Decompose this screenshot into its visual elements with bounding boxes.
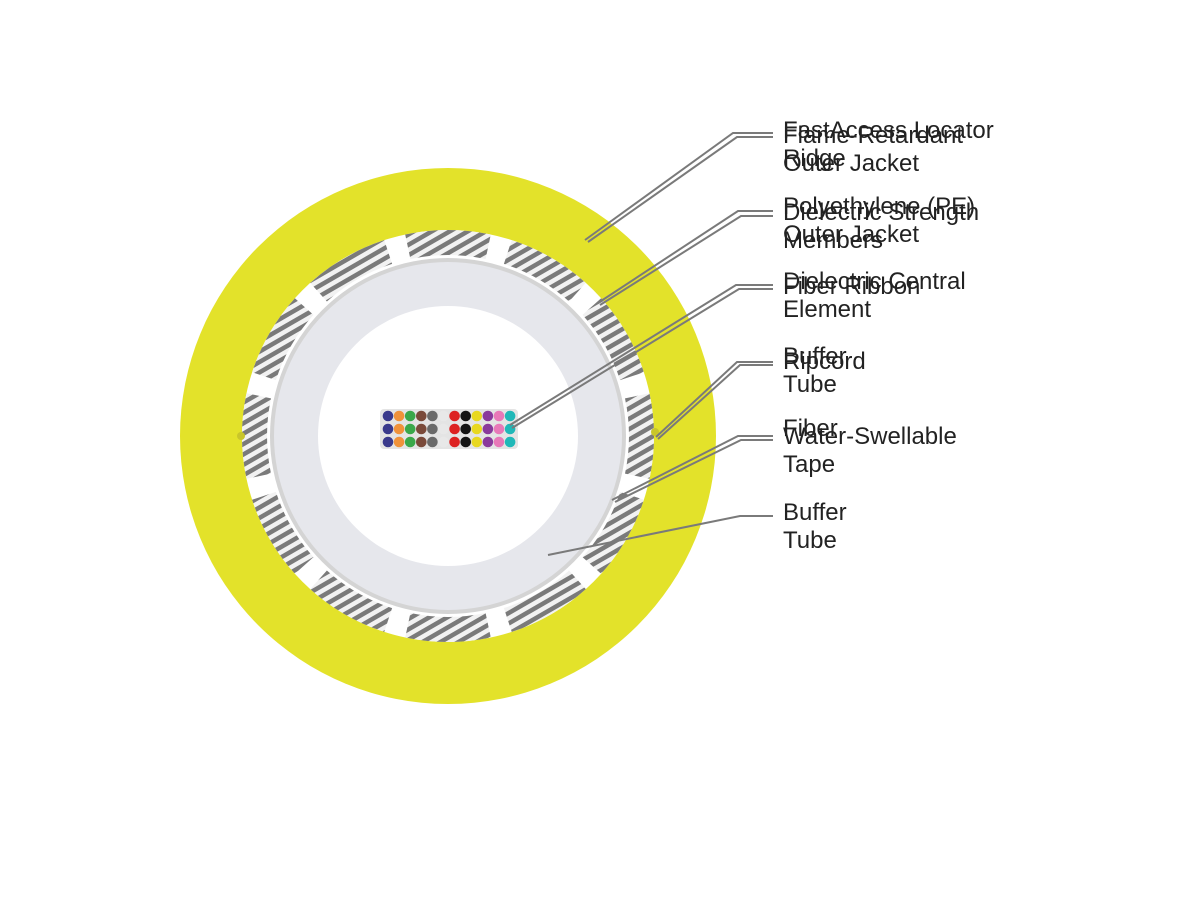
leader-lines bbox=[509, 132, 773, 556]
leader-line bbox=[509, 284, 773, 426]
strength-member-segment bbox=[625, 393, 654, 479]
label-dielectric-strength-members: Dielectric Strength Members bbox=[783, 199, 980, 254]
ribbon-fiber bbox=[382, 410, 394, 422]
ribbon-fiber bbox=[438, 410, 449, 422]
ribbon-fiber bbox=[393, 423, 405, 435]
ribbon-fiber bbox=[404, 423, 416, 435]
strength-member-segment bbox=[503, 570, 586, 632]
ribbon-fiber bbox=[438, 423, 449, 435]
ribbon-fiber bbox=[427, 436, 438, 448]
leader-line bbox=[611, 435, 773, 501]
label-water-swellable-tape: Water-Swellable Tape bbox=[783, 423, 957, 478]
ribbon-fiber bbox=[416, 423, 427, 435]
ribbon-fiber bbox=[382, 436, 394, 448]
ribbon-fiber bbox=[471, 410, 483, 422]
ribbon-fiber bbox=[393, 436, 405, 448]
fiber-ribbon bbox=[380, 409, 518, 449]
ribbon-fiber bbox=[427, 410, 438, 422]
ribbon-fiber bbox=[504, 436, 516, 448]
ribbon-fiber bbox=[438, 436, 449, 448]
ribbon-fiber bbox=[482, 423, 494, 435]
leader-line bbox=[599, 215, 773, 306]
ribbon-fiber bbox=[449, 436, 460, 448]
leader-line bbox=[587, 136, 773, 243]
ribbon-fiber bbox=[504, 423, 516, 435]
ribbon-fiber bbox=[493, 436, 505, 448]
ribbon-fiber bbox=[416, 436, 427, 448]
ribbon-fiber bbox=[471, 436, 483, 448]
ribbon-fiber bbox=[404, 410, 416, 422]
strength-member-segment bbox=[242, 393, 271, 479]
label-buffer-tube-a: Buffer Tube bbox=[783, 343, 847, 398]
strength-member-segment bbox=[405, 613, 491, 642]
leader-line bbox=[584, 132, 773, 241]
strength-member-segment bbox=[252, 298, 314, 381]
dielectric-strength-members bbox=[242, 230, 654, 642]
strength-member-segment bbox=[252, 491, 314, 574]
ribbon-fiber bbox=[449, 423, 460, 435]
ripcord-right bbox=[651, 428, 659, 436]
ribbon-fiber bbox=[449, 410, 460, 422]
ribbon-fiber bbox=[416, 410, 427, 422]
leader-line bbox=[547, 515, 773, 556]
ribbon-fiber bbox=[404, 436, 416, 448]
ribbon-fiber bbox=[493, 423, 505, 435]
leader-line bbox=[655, 361, 773, 438]
label-dielectric-central-element: Dielectric Central Element bbox=[783, 268, 966, 323]
strength-member-segment bbox=[582, 491, 644, 574]
label-fiber: Fiber bbox=[783, 415, 838, 442]
ribbon-fiber bbox=[460, 436, 472, 448]
label-fastaccess-locator-ridge: FastAccess Locator Ridge bbox=[783, 117, 994, 172]
ripcord-left bbox=[237, 432, 245, 440]
leader-line bbox=[614, 439, 773, 503]
label-fiber-ribbon: Fiber Ribbon bbox=[783, 273, 921, 300]
ribbon-fiber bbox=[504, 410, 516, 422]
strength-member-segment bbox=[310, 570, 393, 632]
ribbon-fiber bbox=[482, 410, 494, 422]
strength-member-segment bbox=[405, 230, 491, 259]
strength-member-segment bbox=[582, 298, 644, 381]
ribbon-fiber bbox=[382, 423, 394, 435]
label-buffer-tube-b: Buffer Tube bbox=[783, 499, 847, 554]
leader-line bbox=[657, 364, 773, 440]
strength-member-segment bbox=[503, 240, 586, 302]
ribbon-fiber bbox=[427, 423, 438, 435]
ribbon-fiber bbox=[471, 423, 483, 435]
leader-line bbox=[511, 288, 773, 429]
ribbon-fiber bbox=[393, 410, 405, 422]
label-pe-outer-jacket: Polyethylene (PE) Outer Jacket bbox=[783, 193, 976, 248]
ribbon-fiber bbox=[493, 410, 505, 422]
ribbon-fiber bbox=[460, 410, 472, 422]
leader-line bbox=[597, 210, 773, 304]
label-flame-retardant-outer-jacket: Flame-Retardant Outer Jacket bbox=[783, 122, 964, 177]
ribbon-fiber bbox=[460, 423, 472, 435]
ribbon-fiber bbox=[482, 436, 494, 448]
strength-member-segment bbox=[310, 240, 393, 302]
label-ripcord: Ripcord bbox=[783, 348, 866, 375]
